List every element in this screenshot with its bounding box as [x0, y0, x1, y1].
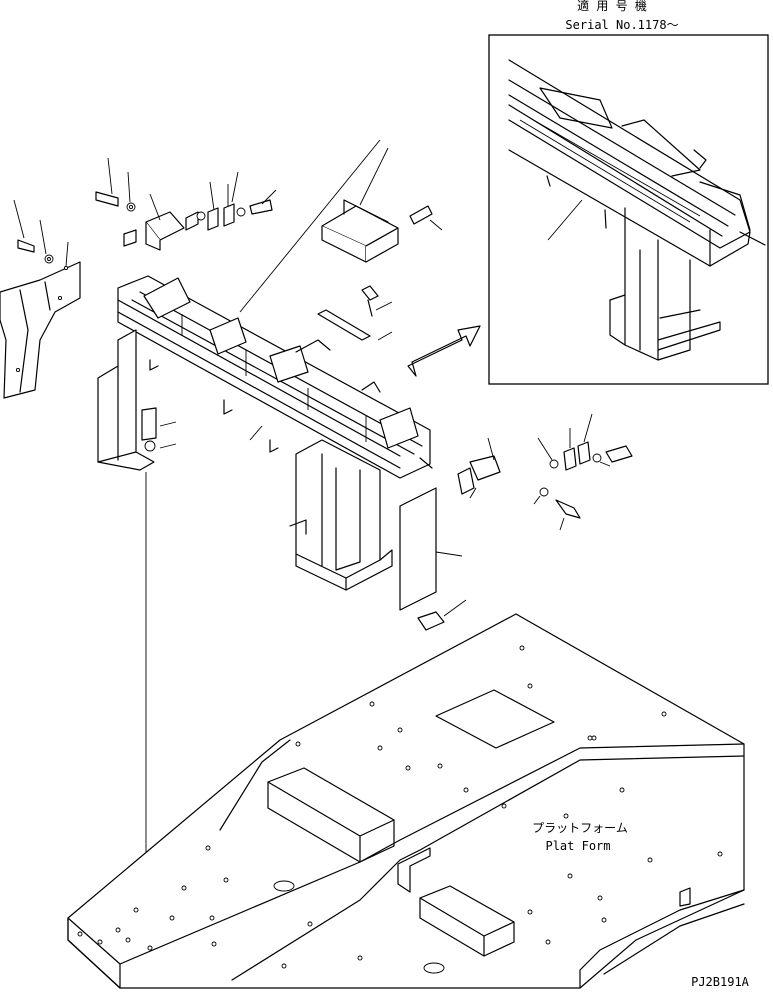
main-cover-assembly: [97, 139, 433, 591]
inset-heading-jp: 適 用 号 機: [577, 0, 647, 13]
platform-label-jp: プラットフォーム: [532, 821, 628, 835]
side-panel: [399, 487, 467, 631]
inset-header: 適 用 号 機 Serial No.1178～: [565, 0, 678, 32]
inset-heading-serial: Serial No.1178～: [565, 18, 678, 32]
right-bracket-group: [457, 413, 633, 531]
bolt-left-upper: [13, 199, 54, 264]
duct-cover: [321, 147, 443, 263]
left-side-cover: [0, 241, 81, 399]
seal-strip: [317, 285, 393, 341]
figure-code: PJ2B191A: [691, 975, 750, 989]
inset-box: [488, 34, 769, 385]
platform-label-en: Plat Form: [545, 839, 610, 853]
top-bracket-group: [95, 157, 277, 251]
arrow-to-inset: [407, 325, 481, 377]
platform: [67, 613, 745, 989]
